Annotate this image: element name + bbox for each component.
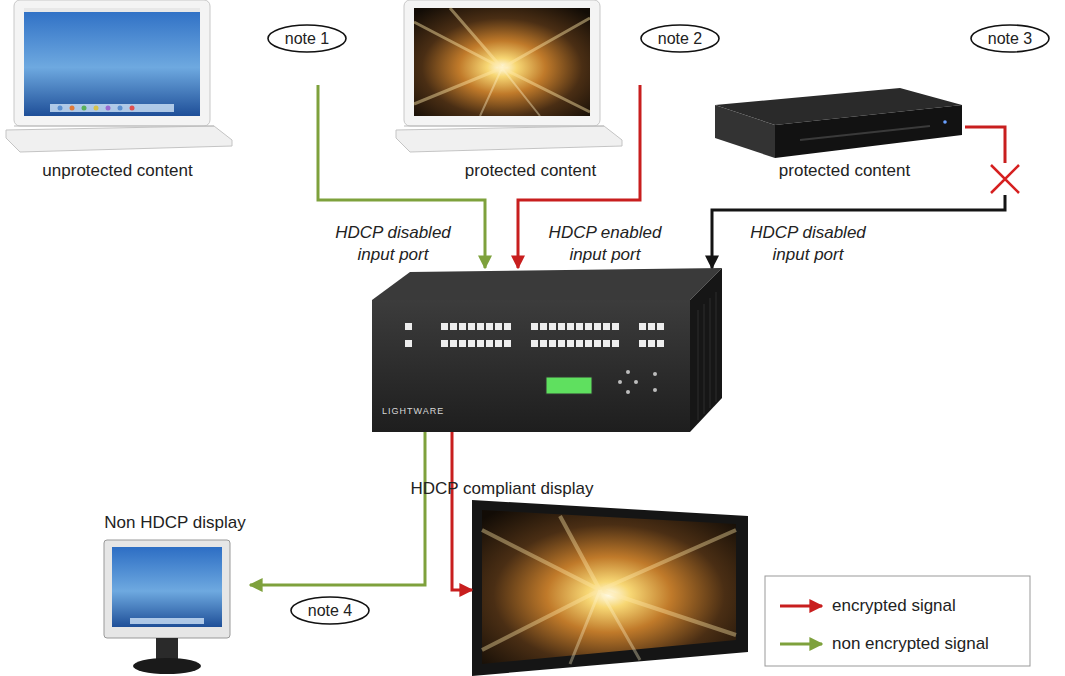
monitor-illustration xyxy=(104,540,230,638)
tv-illustration xyxy=(482,510,736,664)
callout-number: note 1 xyxy=(267,24,347,53)
device-label: LIGHTWARE xyxy=(382,406,472,417)
callout-number: note 4 xyxy=(290,596,370,625)
note-ellipse xyxy=(971,25,1049,52)
laptop-illustration xyxy=(396,126,622,152)
device-label: Non HDCP display xyxy=(90,512,260,533)
matrix-router-illustration xyxy=(626,370,630,374)
legend-text: encrypted signal xyxy=(832,596,956,615)
legend-row: encrypted signal xyxy=(832,595,956,617)
monitor-illustration xyxy=(130,618,204,624)
note-callout: note 1 xyxy=(267,24,347,53)
tv-illustration xyxy=(482,516,736,650)
matrix-router-illustration xyxy=(441,320,513,354)
monitor-illustration xyxy=(104,540,230,674)
callout-number: note 2 xyxy=(640,24,720,53)
bluray-illustration xyxy=(800,126,930,140)
legend-frame xyxy=(765,576,1030,666)
legend-row: non encrypted signal xyxy=(832,633,989,655)
laptop-illustration xyxy=(404,0,600,126)
laptop-illustration xyxy=(480,68,540,116)
note-callout: note 2 xyxy=(640,24,720,53)
laptop-illustration xyxy=(6,0,232,152)
tv-illustration xyxy=(472,500,748,676)
device-label: protected content xyxy=(453,160,608,181)
signal-arrow xyxy=(318,85,485,268)
laptop-illustration xyxy=(404,126,604,127)
source-laptop: protected content xyxy=(395,0,640,186)
monitor-illustration xyxy=(112,547,222,627)
signal-arrow xyxy=(452,432,472,590)
bluray-illustration xyxy=(715,88,962,158)
bluray-illustration xyxy=(943,120,947,124)
matrix-router-illustration xyxy=(653,388,657,392)
matrix-router: LIGHTWARE xyxy=(370,268,722,432)
legend-sample xyxy=(780,643,822,646)
laptop-illustration xyxy=(82,106,87,111)
bluray-illustration xyxy=(715,105,775,158)
legend-text: non encrypted signal xyxy=(832,634,989,653)
tv-illustration xyxy=(472,500,748,676)
laptop-illustration xyxy=(14,0,210,126)
matrix-router-illustration xyxy=(405,320,414,354)
signal-arrow xyxy=(712,127,1005,268)
laptop-illustration xyxy=(24,8,200,12)
monitor-illustration xyxy=(156,638,178,660)
signal-arrow xyxy=(250,432,425,585)
matrix-router-illustration xyxy=(531,320,621,354)
blocked-signal xyxy=(965,127,1019,193)
device-label: unprotected content xyxy=(0,160,235,181)
port-label: HDCP disabled input port xyxy=(318,222,468,266)
laptop-illustration xyxy=(396,0,622,152)
matrix-router-illustration xyxy=(690,268,722,432)
matrix-router-illustration xyxy=(653,372,657,376)
note-ellipse xyxy=(641,25,719,52)
port-label: HDCP enabled input port xyxy=(530,222,680,266)
note-callout: note 4 xyxy=(290,596,370,625)
source-laptop: unprotected content xyxy=(0,0,318,186)
laptop-illustration xyxy=(24,8,200,116)
port-label: HDCP disabled input port xyxy=(733,222,883,266)
matrix-router-illustration xyxy=(698,292,716,420)
laptop-illustration xyxy=(6,126,232,152)
matrix-router-illustration xyxy=(372,268,722,300)
laptop-illustration xyxy=(58,106,63,111)
callout-number: note 3 xyxy=(970,24,1050,53)
legend-sample xyxy=(780,605,822,608)
bluray-player: protected content xyxy=(700,85,965,186)
laptop-illustration xyxy=(14,126,214,127)
laptop-illustration xyxy=(70,106,75,111)
bluray-illustration xyxy=(775,105,962,158)
matrix-router-illustration xyxy=(634,380,638,384)
display-node: Non HDCP display xyxy=(95,508,250,676)
note-ellipse xyxy=(291,597,369,624)
note-ellipse xyxy=(268,25,346,52)
laptop-illustration xyxy=(118,106,123,111)
device-label: protected content xyxy=(767,160,922,181)
matrix-router-illustration xyxy=(626,390,630,394)
tv-illustration xyxy=(570,590,640,664)
matrix-router-illustration xyxy=(372,268,722,432)
laptop-illustration xyxy=(414,8,590,112)
matrix-router-illustration xyxy=(639,320,666,354)
laptop-illustration xyxy=(130,106,135,111)
monitor-illustration xyxy=(133,658,201,674)
note-callout: note 3 xyxy=(970,24,1050,53)
blocked-signal xyxy=(991,165,1019,193)
legend-frame xyxy=(765,576,1030,666)
device-label: HDCP compliant display xyxy=(387,478,617,499)
matrix-router-illustration xyxy=(372,300,690,432)
display-node: HDCP compliant display xyxy=(472,478,750,676)
laptop-illustration xyxy=(94,106,99,111)
matrix-router-illustration xyxy=(618,380,622,384)
laptop-illustration xyxy=(414,8,590,116)
laptop-illustration xyxy=(50,104,174,112)
matrix-router-illustration xyxy=(546,377,592,394)
blocked-signal xyxy=(965,127,1005,163)
laptop-illustration xyxy=(106,106,111,111)
